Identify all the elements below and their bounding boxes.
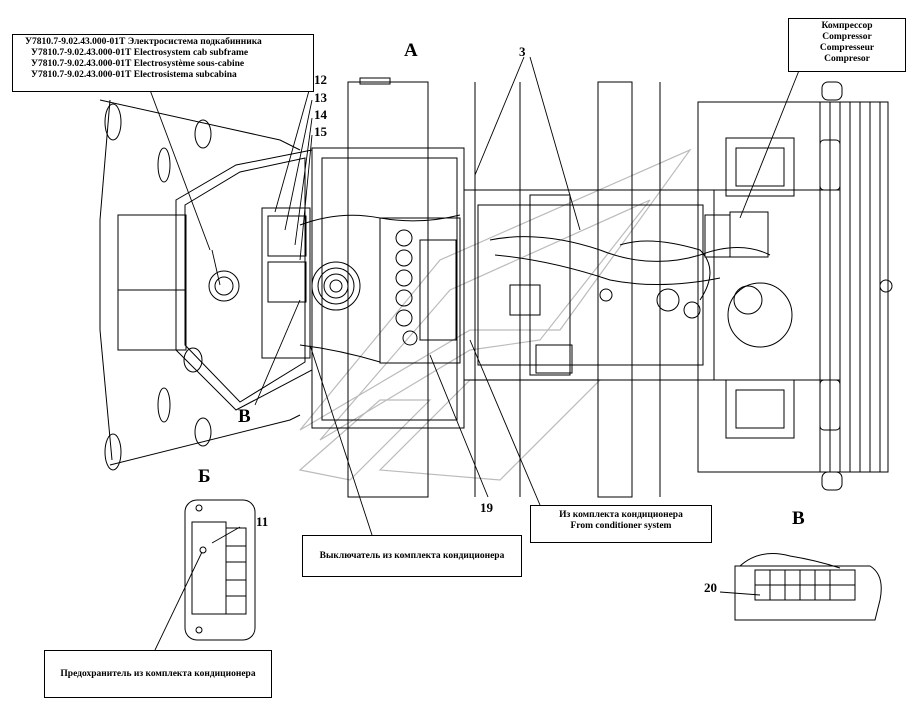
callout-3: 3 (519, 44, 526, 59)
switch-note-text: Выключатель из комплекта кондиционера (319, 551, 505, 561)
front-frame (99, 99, 313, 466)
view-label-v-detail: В (792, 508, 805, 529)
callout-14: 14 (314, 107, 327, 122)
callout-11: 11 (256, 514, 269, 529)
chassis (463, 81, 840, 498)
electro-system-note: У7810.7-9.02.43.000-01Т Электросистема п… (12, 34, 314, 92)
callout-15: 15 (314, 124, 327, 139)
detail-b-panel (184, 499, 256, 641)
view-label-a: А (404, 40, 418, 61)
detail-v-connector (734, 553, 882, 621)
callout-13: 13 (314, 90, 327, 105)
rear-frame (697, 81, 893, 491)
fuse-note: Предохранитель из комплекта кондиционера (44, 650, 272, 698)
electro-note-line-2: У7810.7-9.02.43.000-01Т Electrosystem ca… (31, 48, 249, 58)
compressor-line-1: Компрессор (821, 21, 873, 31)
view-label-v-main: В (238, 406, 251, 427)
conditioner-note: Из комплекта кондиционера From condition… (530, 505, 712, 543)
view-label-b: Б (198, 466, 211, 487)
compressor-line-2: Compressor (822, 32, 872, 42)
compressor-line-4: Compresor (824, 54, 870, 64)
fuse-note-text: Предохранитель из комплекта кондиционера (60, 669, 256, 679)
electro-note-line-4: У7810.7-9.02.43.000-01Т Electrosistema s… (31, 70, 237, 80)
leader-lines (149, 56, 801, 651)
conditioner-line-1: Из комплекта кондиционера (559, 510, 683, 520)
electro-note-line-1: У7810.7-9.02.43.000-01Т Электросистема п… (25, 37, 262, 47)
cab (261, 77, 465, 498)
compressor-line-3: Compresseur (819, 43, 875, 53)
switch-note: Выключатель из комплекта кондиционера (302, 535, 522, 577)
callout-12: 12 (314, 72, 327, 87)
conditioner-line-2: From conditioner system (570, 521, 672, 531)
electro-note-line-3: У7810.7-9.02.43.000-01Т Electrosystème s… (31, 59, 245, 69)
callout-20: 20 (704, 580, 717, 595)
compressor-note: Компрессор Compressor Compresseur Compre… (788, 18, 906, 72)
callout-19: 19 (480, 500, 493, 515)
mirrors (104, 103, 212, 471)
